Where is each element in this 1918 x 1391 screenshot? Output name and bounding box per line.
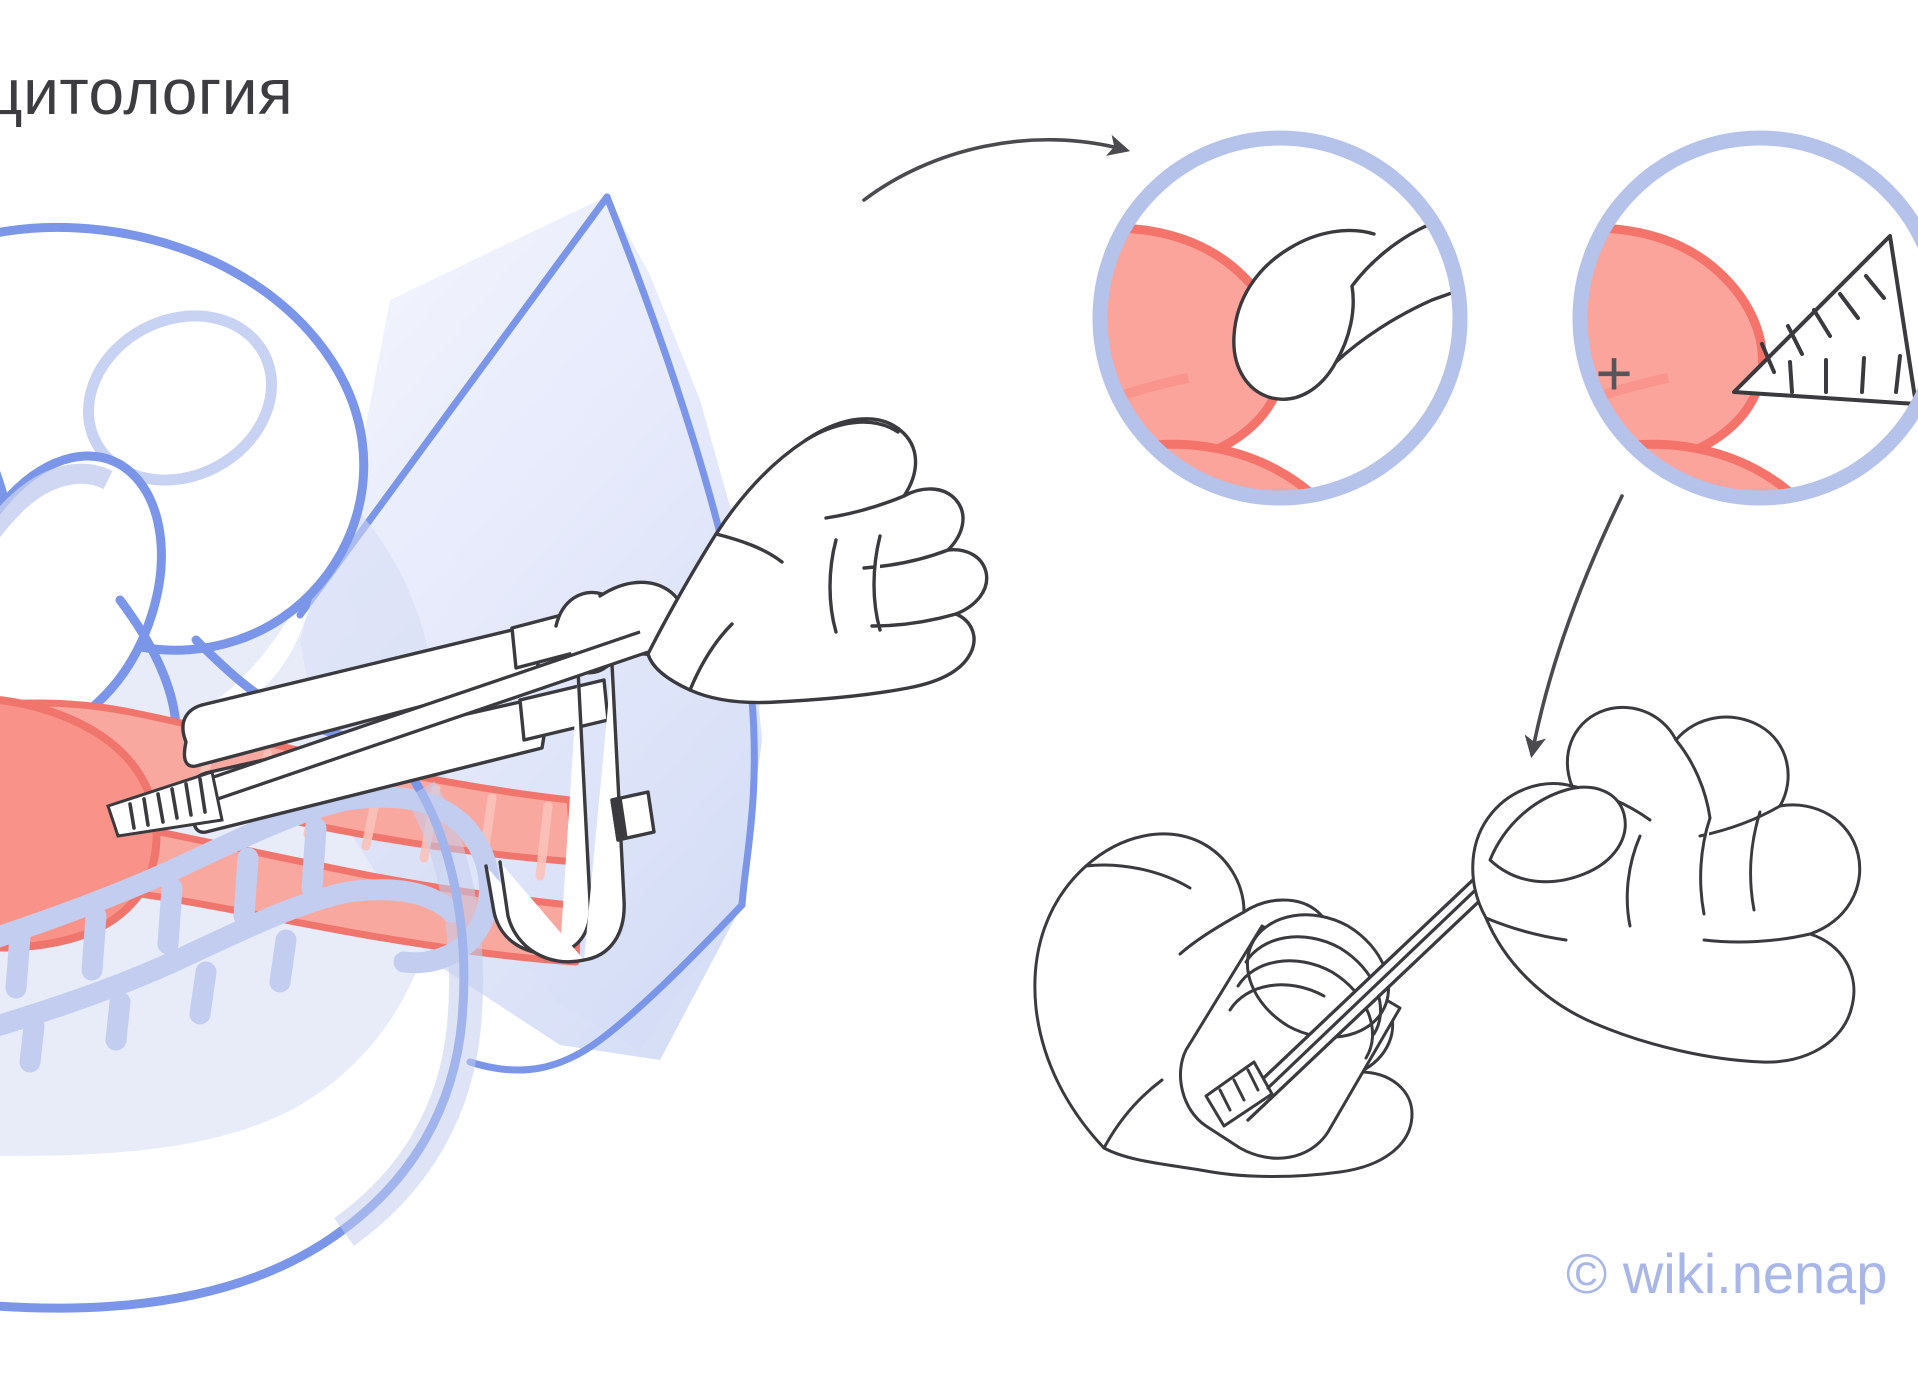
arrow-to-magnified-view [862,134,1131,202]
speculum-group [181,580,687,964]
magnified-cervix-swab-circle [1092,130,1468,506]
right-hand-holding-brush [1471,705,1862,1064]
uterus-wall-shade [0,463,113,538]
cytobrush-in-speculum [106,630,649,838]
plus-symbol: + [1595,337,1633,409]
magnifier-ring-left [1092,130,1468,506]
bladder-lumen [82,310,278,486]
cytobrush-tip [106,770,224,838]
specimen-vial-scene [1033,705,1862,1178]
magnifier-ring-right [1572,130,1918,506]
clinician-hand [646,417,989,705]
page-title: цитология [0,56,294,128]
watermark: © wiki.nenap [1566,1242,1888,1305]
rectum-colon-group [0,789,359,1073]
arrow-to-vial-step [1524,494,1624,759]
perineum-shade [333,781,483,1246]
magnified-cervix-brush-circle [1572,130,1918,506]
